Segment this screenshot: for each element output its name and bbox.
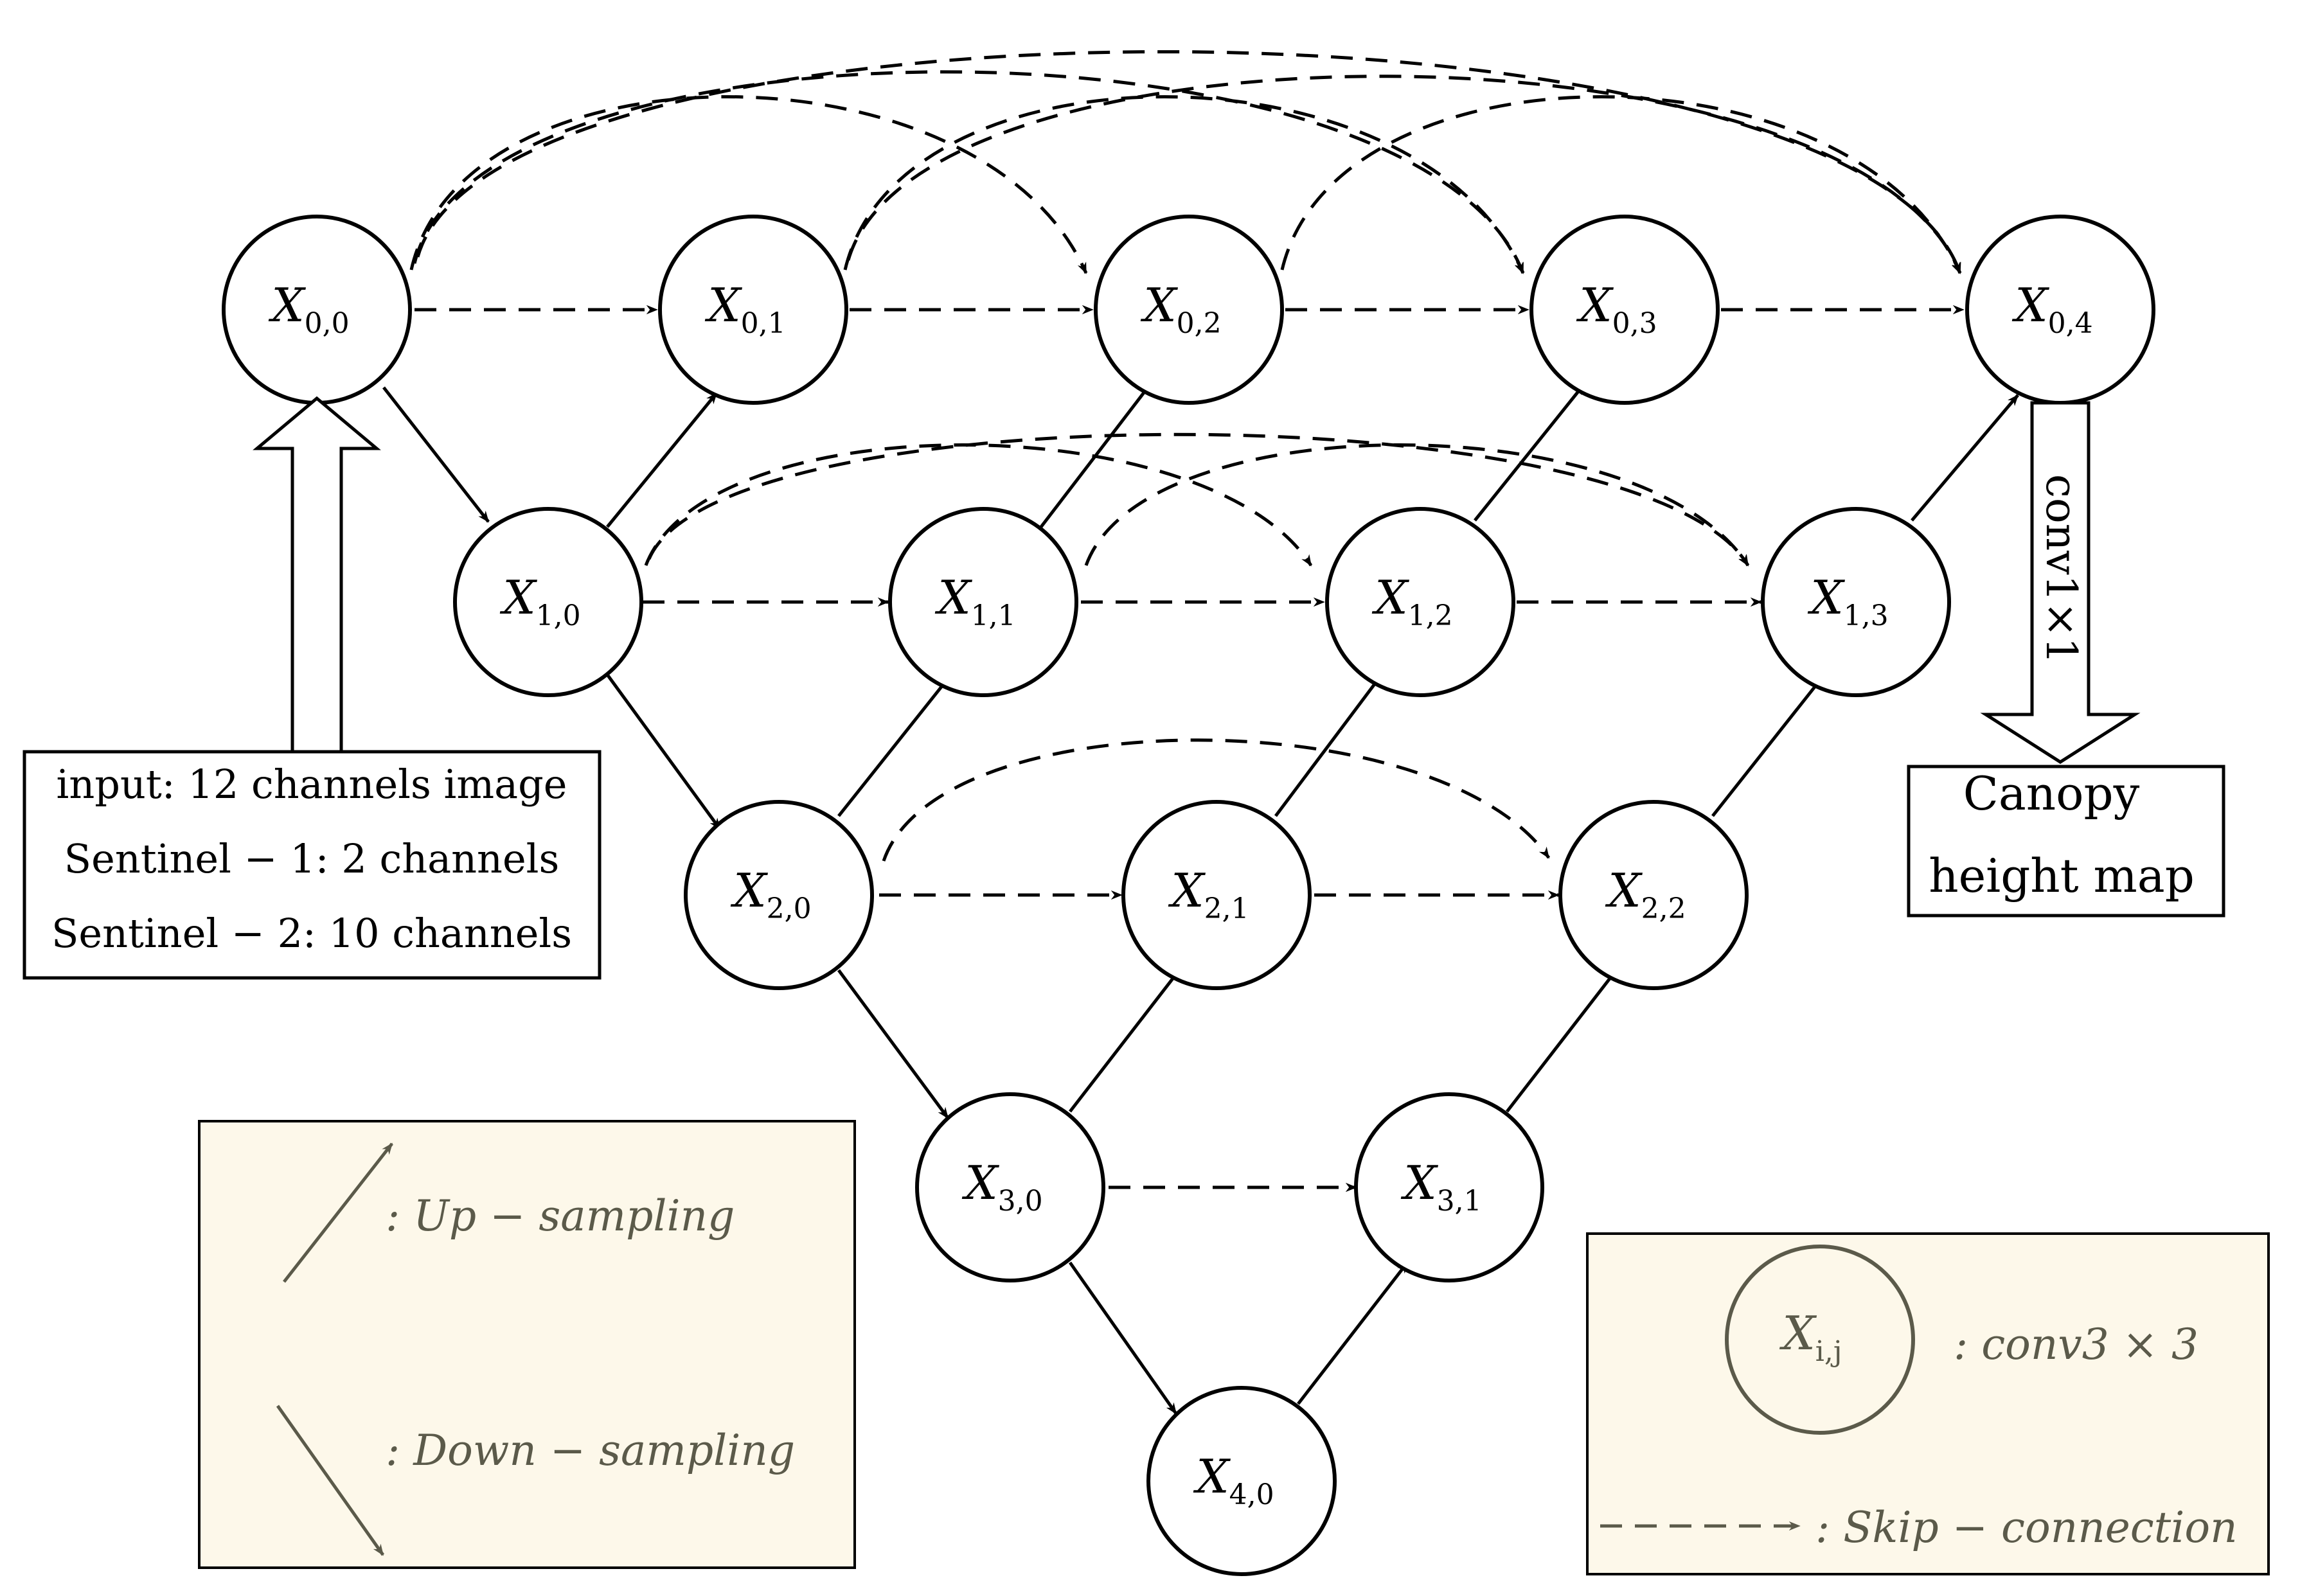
down-x10-x20 (605, 673, 722, 830)
svg-text:X2,1: X2,1 (1168, 864, 1249, 925)
up-x11-x02 (1040, 383, 1152, 528)
up-x22-x13 (1711, 677, 1823, 817)
down-sampling-label: : Down − sampling (386, 1426, 795, 1475)
skip-arc-x20-x22 (882, 738, 1551, 862)
node-x01: X0,1 (658, 215, 848, 405)
node-x20: X2,0 (684, 800, 874, 990)
output-box: Canopy height map (1907, 765, 2225, 918)
skip-arc-x10-x12 (644, 443, 1313, 567)
svg-text:X0,2: X0,2 (1140, 278, 1221, 340)
skip-arc-x02-x04 (1280, 95, 1962, 274)
skip-connection-label: : Skip − connection (1815, 1503, 2238, 1552)
output-line-2: height map (1929, 849, 2195, 903)
svg-text:X0,1: X0,1 (704, 278, 785, 340)
node-x10: X1,0 (453, 507, 643, 697)
down-sampling-legend-arrow (276, 1405, 385, 1556)
skip-arc-x01-x03 (843, 95, 1525, 274)
conv-legend-panel (1586, 1232, 2270, 1575)
skip-arc-x00-x03 (413, 70, 1525, 274)
legend-node-circle (1725, 1245, 1915, 1435)
node-x30: X3,0 (915, 1092, 1105, 1282)
node-x21: X2,1 (1121, 800, 1312, 990)
up-x30-x21 (1069, 969, 1181, 1113)
up-x31-x22 (1506, 969, 1618, 1113)
down-x00-x10 (382, 386, 490, 523)
svg-text:X3,1: X3,1 (1400, 1156, 1481, 1218)
conv1x1-label: conv1×1 (2037, 474, 2086, 664)
down-x20-x30 (837, 969, 950, 1119)
svg-text:X4,0: X4,0 (1193, 1450, 1274, 1511)
sampling-legend-panel (198, 1120, 856, 1569)
down-x30-x40 (1068, 1261, 1178, 1415)
conv3x3-label: : conv3 × 3 (1954, 1320, 2198, 1369)
up-x40-x31 (1297, 1261, 1409, 1405)
input-line-1: input: 12 channels image (57, 761, 567, 808)
skip-arc-x00-x04 (416, 50, 1962, 274)
svg-text:X0,4: X0,4 (2011, 278, 2092, 340)
sampling-legend: : Up − sampling : Down − sampling (276, 1142, 795, 1556)
up-x20-x11 (837, 673, 952, 817)
svg-text:X3,0: X3,0 (961, 1156, 1042, 1218)
node-x40: X4,0 (1146, 1386, 1337, 1576)
up-x21-x12 (1274, 673, 1383, 817)
svg-text:X1,3: X1,3 (1807, 571, 1888, 632)
skip-arc-x11-x13 (1084, 443, 1750, 567)
svg-text:X1,2: X1,2 (1371, 571, 1452, 632)
node-x02: X0,2 (1094, 215, 1284, 405)
up-sampling-legend-arrow (283, 1142, 393, 1283)
node-x31: X3,1 (1354, 1092, 1544, 1282)
svg-text:X1,0: X1,0 (499, 571, 580, 632)
conv-legend: Xi,j : conv3 × 3 : Skip − connection (1600, 1245, 2238, 1552)
svg-text:X2,0: X2,0 (730, 864, 811, 925)
skip-connections (409, 50, 1962, 862)
up-x13-x04 (1911, 394, 2019, 522)
node-x03: X0,3 (1529, 215, 1720, 405)
svg-text:X1,1: X1,1 (934, 571, 1015, 632)
up-x10-x01 (606, 392, 718, 528)
up-sampling-label: : Up − sampling (386, 1191, 735, 1241)
node-x22: X2,2 (1558, 800, 1749, 990)
node-x04: X0,4 (1965, 215, 2155, 405)
output-arrow (1980, 401, 2141, 764)
node-x13: X1,3 (1761, 507, 1951, 697)
svg-text:X0,3: X0,3 (1576, 278, 1657, 340)
input-line-3: Sentinel − 2: 10 channels (51, 910, 572, 957)
node-x00: X0,0 (222, 215, 412, 405)
skip-arc-x01-x04 (846, 75, 1962, 274)
input-arrow (253, 396, 381, 754)
svg-text:X0,0: X0,0 (268, 278, 349, 340)
node-x12: X1,2 (1325, 507, 1515, 697)
input-box: input: 12 channels image Sentinel − 1: 2… (22, 750, 602, 980)
sampling-arrows (382, 383, 2019, 1415)
horizontal-skips (415, 305, 1965, 1193)
input-line-2: Sentinel − 1: 2 channels (64, 835, 560, 882)
up-x12-x03 (1474, 383, 1585, 522)
skip-arc-x00-x02 (409, 95, 1088, 274)
output-line-1: Canopy (1963, 767, 2140, 820)
legend-node-label: Xi,j (1779, 1306, 1842, 1368)
skip-arc-x10-x13 (647, 432, 1750, 567)
svg-text:X2,2: X2,2 (1605, 864, 1686, 925)
node-x11: X1,1 (888, 507, 1078, 697)
